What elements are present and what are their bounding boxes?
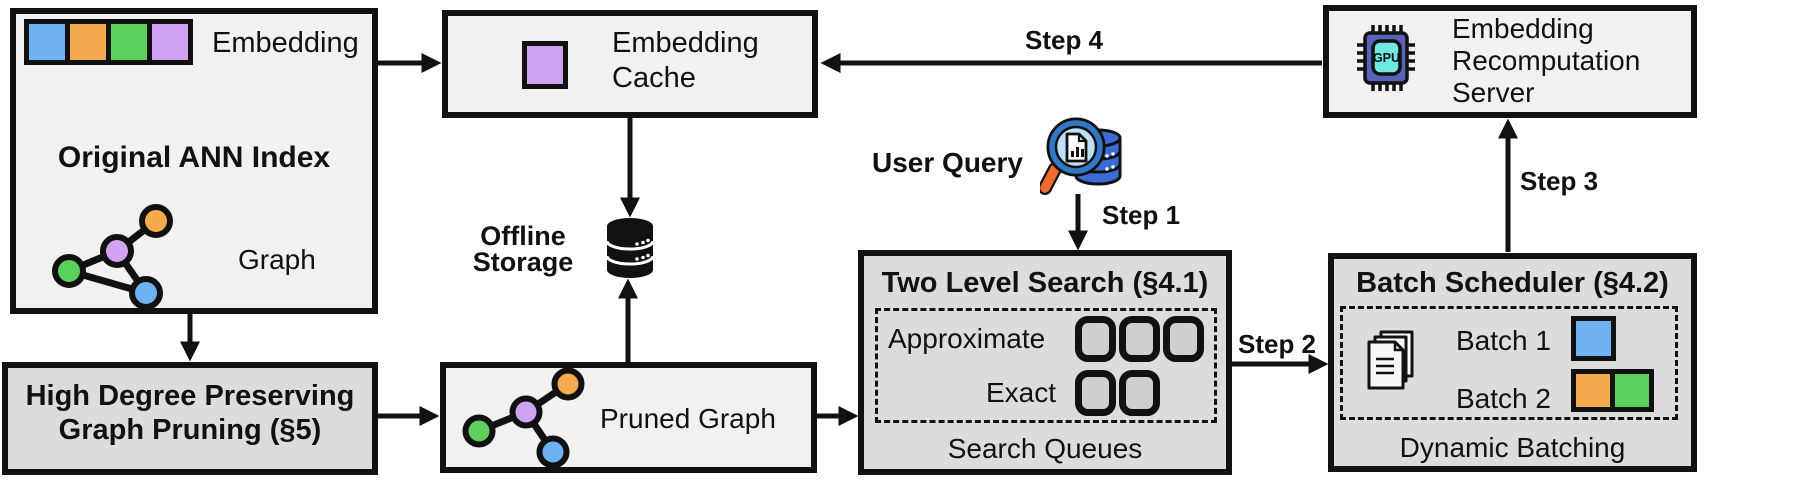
graph-label: Graph [238,244,316,275]
pruned-graph-label: Pruned Graph [600,403,776,434]
cache-cell-purple [527,46,563,84]
batch2-cells [1571,369,1654,412]
batch2-cell-orange [1576,374,1610,407]
offline-storage-line2: Storage [472,247,574,277]
scheduler-footer: Dynamic Batching [1399,432,1626,463]
batch2-label: Batch 2 [1456,383,1551,414]
graph-pruning-box [2,362,378,475]
pruning-title-line2: Graph Pruning (§5) [58,414,322,446]
documents-icon [1367,330,1414,390]
user-query-label: User Query [872,147,1023,178]
step3-label: Step 3 [1520,166,1599,196]
dynamic-batching-dashed-region [1340,306,1678,420]
step4-label: Step 4 [1024,25,1104,55]
cache-title: Embedding Cache [612,26,759,96]
pruned-node-green [462,414,496,448]
offline-storage-label: Offline Storage [452,221,594,277]
pruned-node-purple [509,395,543,429]
server-title-line1: Embedding [1452,13,1594,44]
embedding-cell-green [111,24,147,60]
cache-title-line2: Cache [612,62,696,94]
search-footer: Search Queues [947,433,1143,464]
server-title-line2: Recomputation [1452,45,1641,76]
embedding-vector-icon [24,19,193,65]
cached-embedding-icon [522,41,568,89]
search-queues-dashed-region [875,308,1217,423]
pruning-title-line1: High Degree Preserving [25,380,355,412]
scheduler-title: Batch Scheduler (§4.2) [1356,267,1669,299]
batch1-label: Batch 1 [1456,325,1551,356]
cache-title-line1: Embedding [612,27,759,59]
query-document-icon [1065,132,1088,163]
queue-slot [1075,370,1116,416]
approximate-label: Approximate [888,323,1046,354]
step2-label: Step 2 [1237,329,1317,359]
original-index-title: Original ANN Index [57,141,331,174]
graph-node-blue [129,276,163,310]
pruned-graph-icon [462,367,585,469]
batch2-cell-green [1615,374,1649,407]
queue-slot [1163,316,1204,362]
graph-node-green [52,254,86,288]
embedding-cache-box [442,10,818,118]
offline-storage-database-icon [605,218,655,278]
queue-slot [1075,316,1116,362]
pruned-node-blue [536,435,570,469]
batch-scheduler-box [1328,253,1697,472]
pruning-title: High Degree Preserving Graph Pruning (§5… [2,379,378,447]
gpu-chip-icon: GPU [1357,25,1415,91]
embedding-cell-orange [70,24,106,60]
graph-node-orange [139,204,173,238]
embedding-label: Embedding [212,27,359,59]
pruned-graph-box [440,362,817,473]
queue-slot [1119,370,1160,416]
original-graph-icon [52,204,173,310]
batch1-cell-blue [1576,321,1611,356]
offline-storage-line1: Offline [480,221,566,251]
magnifier-handle [1040,162,1062,195]
search-title: Two Level Search (§4.1) [881,267,1209,299]
exact-label: Exact [986,377,1057,408]
embedding-cell-purple [152,24,188,60]
pruned-node-orange [551,367,585,401]
approximate-queue-slots [1075,316,1204,362]
two-level-search-box [858,250,1232,475]
embedding-cell-blue [29,24,65,60]
query-search-icon [1040,117,1122,195]
queue-slot [1119,316,1160,362]
step1-label: Step 1 [1102,200,1181,230]
server-title: Embedding Recomputation Server [1452,13,1640,109]
server-title-line3: Server [1452,77,1535,108]
graph-node-purple [100,234,134,268]
gpu-chip-label: GPU [1373,51,1400,65]
batch1-cells [1571,316,1616,361]
exact-queue-slots [1075,370,1160,416]
